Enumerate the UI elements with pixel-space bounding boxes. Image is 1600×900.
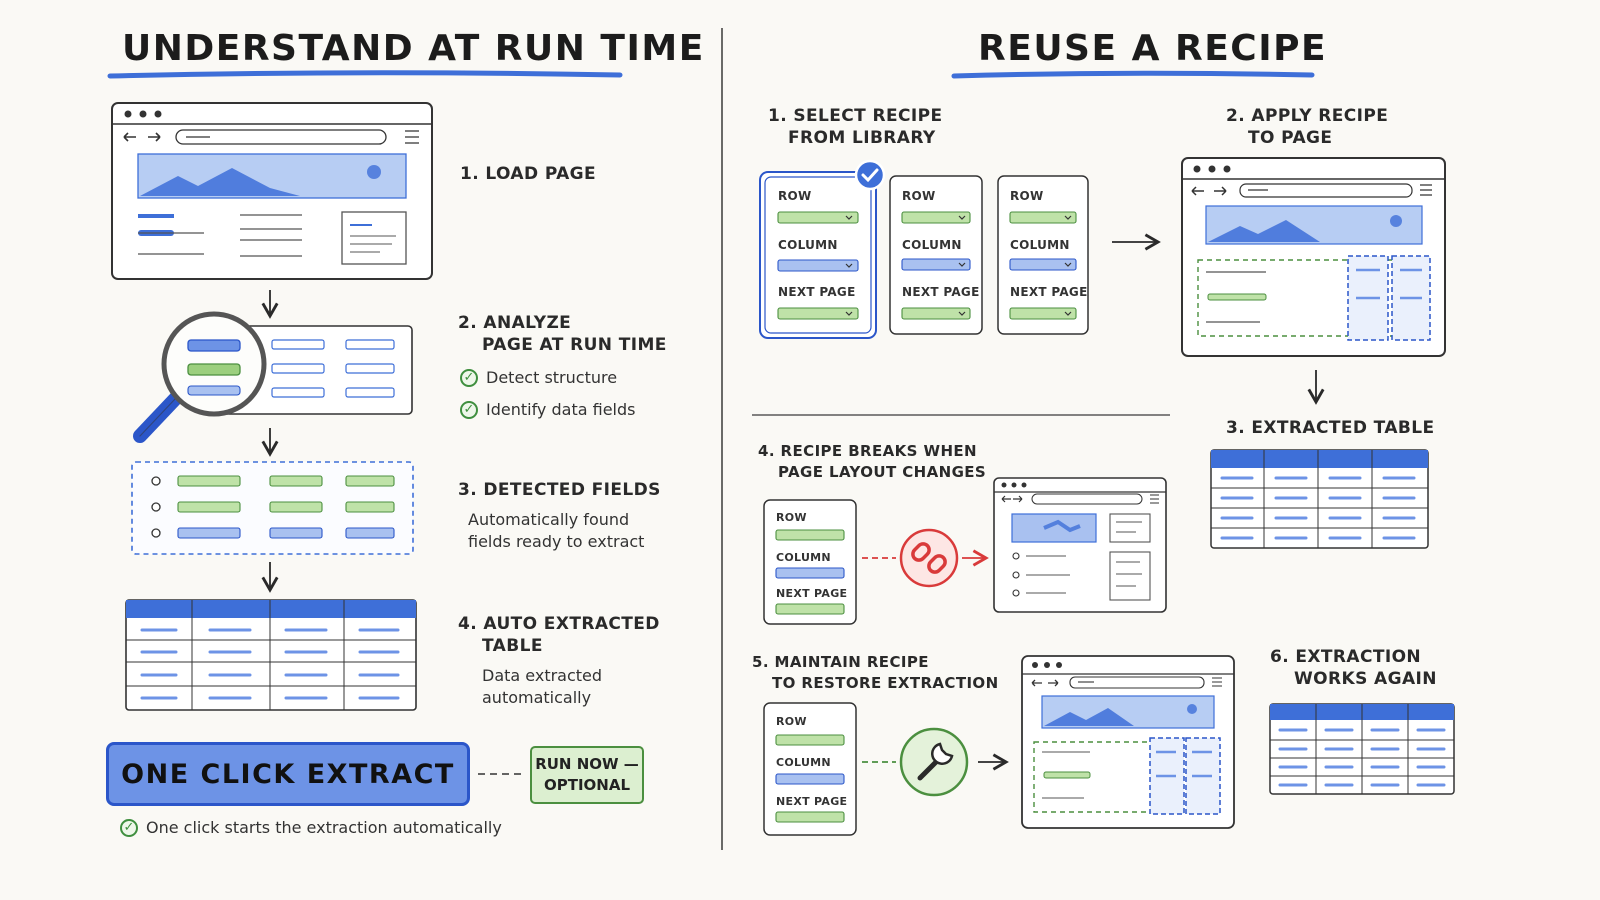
step-select-recipe-line1: 1. SELECT RECIPE — [768, 106, 943, 126]
step-maintain-recipe-line2: TO RESTORE EXTRACTION — [772, 674, 999, 692]
desc-line: Automatically found — [468, 510, 630, 529]
browser-window-recipe — [1181, 157, 1446, 357]
step-works-again: 6. EXTRACTION WORKS AGAIN — [1270, 646, 1437, 690]
step-extracted-table: 3. EXTRACTED TABLE — [1226, 418, 1435, 438]
step-detected-fields: 3. DETECTED FIELDS — [458, 480, 661, 500]
step-recipe-breaks-line1: 4. RECIPE BREAKS WHEN — [758, 442, 977, 460]
run-now-line1: RUN NOW — — [535, 755, 639, 773]
step-auto-extracted-line1: 4. AUTO EXTRACTED — [458, 614, 660, 634]
step-maintain-recipe-line1: 5. MAINTAIN RECIPE — [752, 653, 929, 671]
step-load-page: 1. LOAD PAGE — [460, 164, 597, 184]
right-title: REUSE A RECIPE — [978, 28, 1328, 69]
recipe-field-label: NEXT PAGE — [776, 587, 848, 600]
detected-fields-box — [131, 461, 414, 555]
footer-check-label: One click starts the extraction automati… — [146, 818, 502, 837]
check-icon — [854, 159, 886, 191]
check-identify-fields: ✓ Identify data fields — [460, 400, 635, 419]
desc-line: Data extracted — [482, 666, 603, 685]
step-apply-recipe-line2: TO PAGE — [1248, 128, 1333, 148]
recipe-field-label: ROW — [902, 189, 936, 203]
recipe-field-label: ROW — [1010, 189, 1044, 203]
extracted-table — [1210, 449, 1429, 549]
step-works-again-line2: WORKS AGAIN — [1294, 669, 1437, 689]
step-recipe-breaks: 4. RECIPE BREAKS WHEN PAGE LAYOUT CHANGE… — [758, 441, 986, 483]
step-apply-recipe: 2. APPLY RECIPE TO PAGE — [1226, 105, 1388, 149]
step-auto-extracted: 4. AUTO EXTRACTED TABLE — [458, 613, 660, 657]
step-maintain-recipe: 5. MAINTAIN RECIPE TO RESTORE EXTRACTION — [752, 652, 999, 694]
recipe-field-label: NEXT PAGE — [778, 285, 856, 299]
recipe-field-label: NEXT PAGE — [902, 285, 980, 299]
recipe-field-label: NEXT PAGE — [776, 795, 848, 808]
step-analyze-line1: 2. ANALYZE — [458, 313, 572, 333]
footer-check: ✓ One click starts the extraction automa… — [120, 818, 502, 837]
recipe-card-broken — [763, 499, 857, 625]
recipe-field-label: COLUMN — [776, 756, 831, 769]
right-title-underline — [951, 70, 1315, 79]
restored-table — [1269, 703, 1455, 795]
broken-link-icon — [899, 528, 959, 588]
check-icon: ✓ — [460, 400, 478, 419]
recipe-field-label: COLUMN — [778, 238, 838, 252]
step-analyze: 2. ANALYZE PAGE AT RUN TIME — [458, 312, 667, 356]
one-click-extract-button[interactable]: ONE CLICK EXTRACT — [106, 742, 470, 806]
check-icon: ✓ — [460, 368, 478, 387]
check-detect-structure-label: Detect structure — [486, 368, 618, 387]
recipe-field-label: COLUMN — [776, 551, 831, 564]
left-title: UNDERSTAND AT RUN TIME — [122, 28, 705, 69]
recipe-field-label: ROW — [778, 189, 812, 203]
recipe-card-3 — [997, 175, 1089, 335]
step-detected-fields-desc: Automatically found fields ready to extr… — [468, 509, 644, 553]
browser-window-changed — [993, 477, 1167, 613]
recipe-card-2 — [889, 175, 983, 335]
recipe-card-maintained — [763, 702, 857, 836]
run-now-button[interactable]: RUN NOW — OPTIONAL — [530, 746, 644, 804]
browser-window-restored — [1021, 655, 1235, 829]
browser-window-load — [111, 102, 433, 280]
desc-line: fields ready to extract — [468, 532, 645, 551]
check-detect-structure: ✓ Detect structure — [460, 368, 617, 387]
recipe-field-label: ROW — [776, 715, 807, 728]
auto-extracted-table — [125, 599, 417, 711]
desc-line: automatically — [482, 688, 592, 707]
magnifier-icon — [133, 311, 267, 443]
left-title-underline — [107, 70, 623, 79]
recipe-card-selected — [759, 171, 877, 339]
recipe-field-label: COLUMN — [902, 238, 962, 252]
step-recipe-breaks-line2: PAGE LAYOUT CHANGES — [778, 463, 987, 481]
check-identify-fields-label: Identify data fields — [486, 400, 636, 419]
recipe-field-label: NEXT PAGE — [1010, 285, 1088, 299]
wrench-icon — [899, 727, 969, 797]
recipe-field-label: COLUMN — [1010, 238, 1070, 252]
step-works-again-line1: 6. EXTRACTION — [1270, 647, 1422, 667]
step-select-recipe: 1. SELECT RECIPE FROM LIBRARY — [768, 105, 942, 149]
run-now-line2: OPTIONAL — [543, 776, 631, 794]
recipe-field-label: ROW — [776, 511, 807, 524]
step-analyze-line2: PAGE AT RUN TIME — [482, 335, 667, 355]
step-auto-extracted-line2: TABLE — [482, 636, 543, 656]
check-icon: ✓ — [120, 818, 138, 837]
step-apply-recipe-line1: 2. APPLY RECIPE — [1226, 106, 1389, 126]
step-auto-extracted-desc: Data extracted automatically — [482, 665, 602, 709]
step-select-recipe-line2: FROM LIBRARY — [788, 128, 936, 148]
